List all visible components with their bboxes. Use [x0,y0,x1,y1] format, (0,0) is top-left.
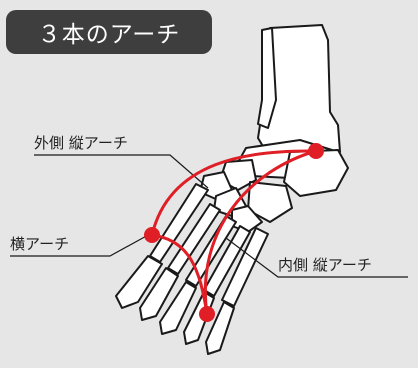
transverse-arch-label: 横アーチ [10,233,69,254]
first-metatarsal-point [144,227,160,243]
lateral-longitudinal-arch-label: 外側 縦アーチ [34,132,128,153]
fifth-metatarsal-point [199,306,215,322]
medial-longitudinal-arch-label: 内側 縦アーチ [278,254,372,275]
heel-point [308,143,324,159]
foot-bones [116,25,348,354]
fibula-bone [258,28,276,128]
title-text: ３本のアーチ [38,15,181,49]
title-badge: ３本のアーチ [6,10,212,54]
